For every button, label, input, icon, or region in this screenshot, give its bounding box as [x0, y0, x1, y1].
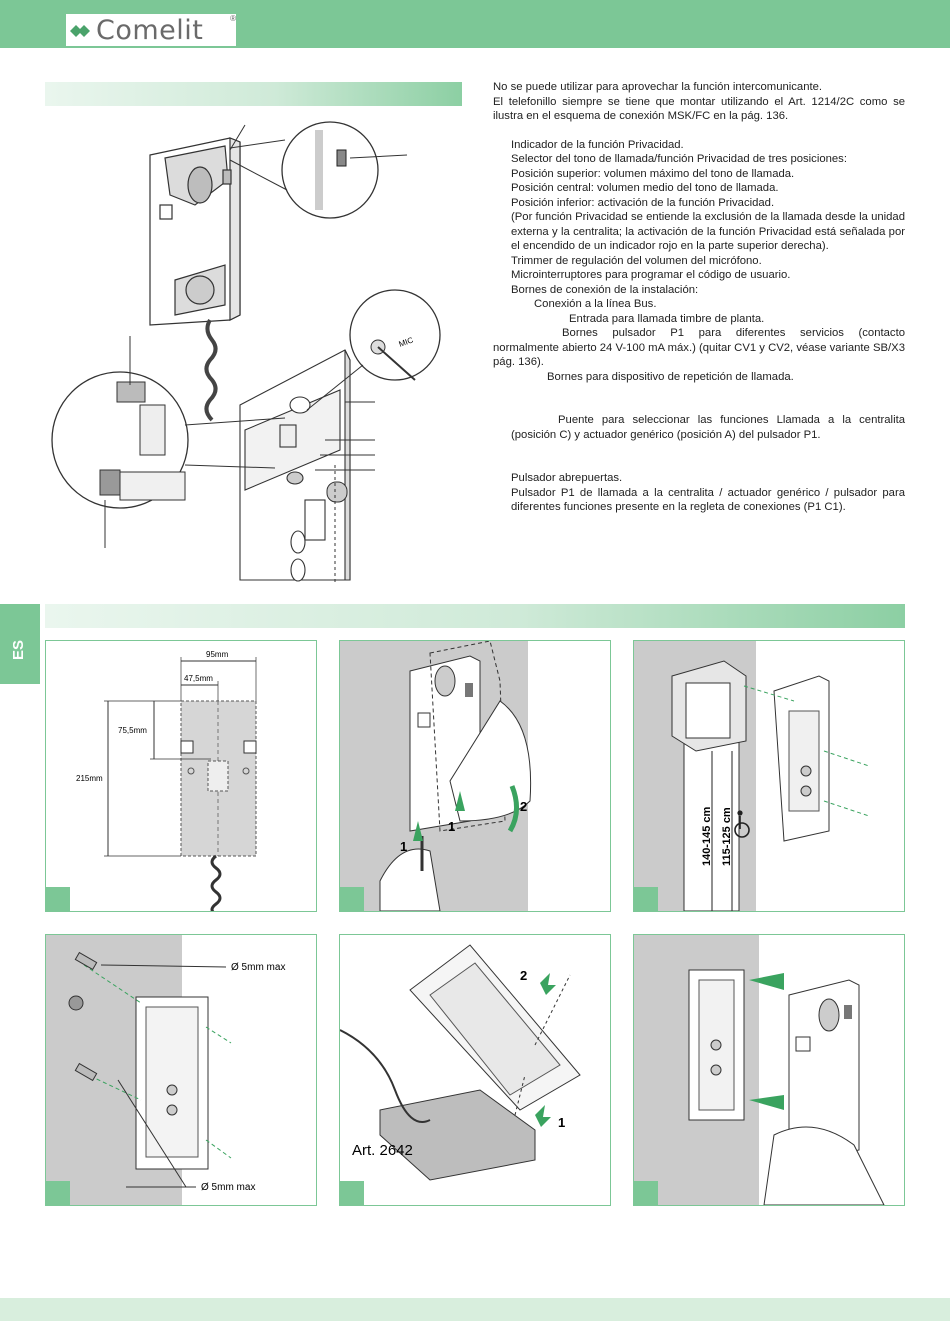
panel-wall-fixing: Ø 5mm max Ø 5mm max	[45, 934, 317, 1206]
desc-line-6: Posición central: volumen medio del tono…	[511, 182, 779, 194]
desc-line-1: No se puede utilizar para aprovechar la …	[493, 81, 823, 93]
wheelchair-icon	[734, 810, 750, 838]
panel-corner-marker	[340, 1181, 364, 1205]
panel-corner-marker	[340, 887, 364, 911]
door-release-button	[326, 481, 348, 503]
panel-dimensions: 95mm 47,5mm 75,5mm 215mm	[45, 640, 317, 912]
device-detail-figure: MIC	[51, 121, 441, 582]
panel-opening: 1 1 2	[339, 640, 611, 912]
dimensions-drawing: 95mm 47,5mm 75,5mm 215mm	[76, 650, 257, 911]
base-article-label: Art. 2642	[352, 1142, 413, 1159]
brand-name: Comelit	[96, 15, 204, 46]
panel-mounting-height: 140-145 cm 115-125 cm	[633, 640, 905, 912]
panel-corner-marker	[46, 887, 70, 911]
opening-step-2: 2	[520, 799, 527, 814]
height-drawing: 140-145 cm 115-125 cm	[634, 641, 870, 911]
section-bar-installation	[45, 604, 905, 628]
desc-line-18: Pulsador P1 de llamada a la centralita /…	[511, 486, 905, 514]
desc-line-4: Selector del tono de llamada/función Pri…	[511, 153, 847, 165]
base-unit-drawing	[239, 349, 351, 582]
wall-fixing-drawing: Ø 5mm max Ø 5mm max	[46, 935, 285, 1205]
desc-line-13: Entrada para llamada timbre de planta.	[569, 312, 765, 325]
desc-line-2: El telefonillo siempre se tiene que mont…	[493, 95, 905, 123]
hole-size-bottom: Ø 5mm max	[201, 1182, 255, 1193]
desc-line-10: Microinterruptores para programar el cód…	[511, 269, 791, 281]
desc-line-3: Indicador de la función Privacidad.	[511, 138, 684, 151]
brand-registered: ®	[230, 14, 236, 23]
zoom-circle-mic	[349, 289, 441, 381]
panel-final-assembly	[633, 934, 905, 1206]
language-tab	[0, 604, 40, 684]
privacy-indicator-icon	[336, 149, 347, 167]
desc-line-12: Conexión a la línea Bus.	[534, 298, 657, 310]
panel-corner-marker	[46, 1181, 70, 1205]
desc-line-16: Puente para seleccionar las funciones Ll…	[511, 414, 905, 441]
panel-base-connection: Art. 2642 1 2	[339, 934, 611, 1206]
handset-drawing	[149, 137, 241, 326]
desc-line-17: Pulsador abrepuertas.	[511, 472, 623, 484]
jumper-icon	[99, 469, 121, 496]
language-tab-label: ES	[10, 639, 27, 660]
desc-line-11: Bornes de conexión de la instalación:	[511, 283, 699, 296]
base-step-2: 2	[520, 968, 527, 983]
comelit-logo: Comelit ®	[66, 14, 236, 46]
dim-width-total: 95mm	[206, 650, 229, 659]
desc-line-8: (Por función Privacidad se entiende la e…	[511, 211, 905, 252]
hole-size-top: Ø 5mm max	[231, 962, 285, 973]
opening-drawing: 1 1 2	[340, 641, 532, 911]
opening-step-1b: 1	[448, 819, 455, 834]
panel-corner-marker	[634, 887, 658, 911]
base-step-1: 1	[558, 1115, 565, 1130]
dim-height-total: 215mm	[76, 774, 103, 783]
dip-switch-icon	[116, 381, 146, 403]
height-range-standard: 140-145 cm	[701, 806, 713, 866]
logo-mark-icon	[70, 25, 90, 37]
opening-step-1a: 1	[400, 839, 407, 854]
desc-line-5: Posición superior: volumen máximo del to…	[511, 167, 795, 180]
header-bar: Comelit ®	[0, 0, 950, 48]
desc-line-15: Bornes para dispositivo de repetición de…	[547, 370, 794, 383]
dim-width-half: 47,5mm	[184, 674, 213, 683]
section-bar-top	[45, 82, 462, 106]
zoom-frame	[315, 130, 323, 210]
handset-cord	[204, 318, 218, 422]
desc-line-7: Posición inferior: activación de la func…	[511, 196, 775, 209]
final-assembly-drawing	[634, 935, 885, 1205]
footer-bar	[0, 1298, 950, 1321]
dim-height-top: 75,5mm	[118, 726, 147, 735]
description-text: No se puede utilizar para aprovechar la …	[493, 80, 905, 515]
desc-line-14: Bornes pulsador P1 para diferentes servi…	[493, 327, 905, 368]
zoom-circle-indicator	[281, 121, 379, 219]
base-connection-drawing: Art. 2642 1 2	[340, 944, 581, 1181]
panel-corner-marker	[634, 1181, 658, 1205]
desc-line-9: Trimmer de regulación del volumen del mi…	[511, 254, 762, 267]
height-range-accessible: 115-125 cm	[721, 807, 733, 866]
